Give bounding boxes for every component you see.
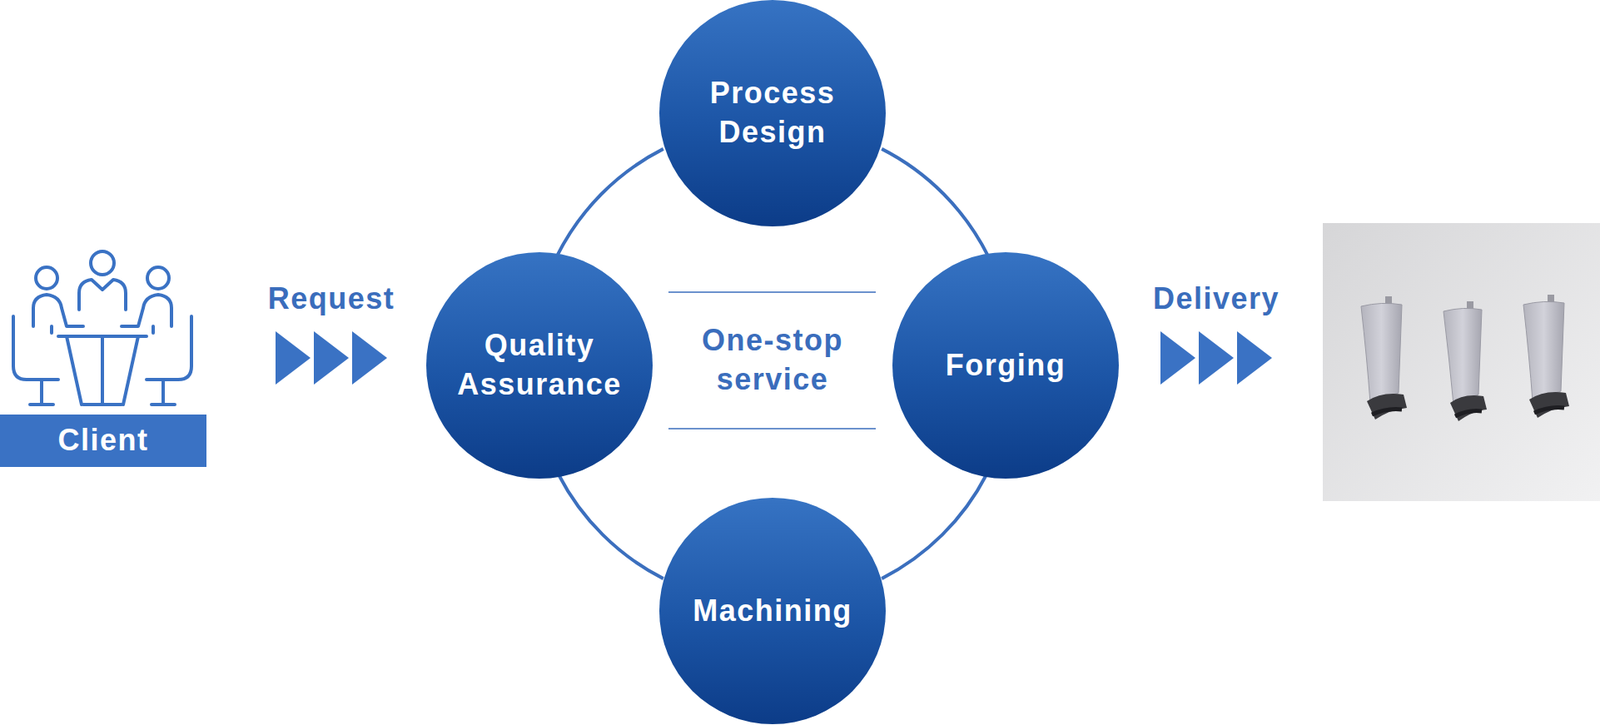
turbine-blade — [1523, 294, 1570, 418]
node-text-group: Machining — [692, 591, 853, 632]
node-text: Quality Assurance — [441, 326, 638, 405]
request-chevrons — [275, 331, 388, 385]
node-text-group: Quality Assurance — [441, 326, 638, 405]
process-circle: Quality Assurance — [426, 252, 653, 479]
node-text-group: Client — [57, 421, 149, 461]
node-text: Machining — [692, 591, 853, 632]
flow-label: Delivery — [1108, 279, 1325, 319]
node-text: Forging — [945, 346, 1066, 386]
node-text-group: Process Design — [674, 74, 871, 153]
turbine-blade — [1361, 296, 1407, 420]
cycle-connector — [881, 149, 989, 257]
delivery-chevrons — [1160, 331, 1273, 385]
turbine-blade — [1443, 301, 1487, 422]
node-text-group: Forging — [945, 346, 1066, 386]
cycle-connector — [556, 149, 664, 257]
flow-label: Request — [223, 279, 440, 319]
divider-line — [668, 291, 876, 294]
client-band: Client — [0, 414, 207, 468]
process-circle: Forging — [892, 252, 1119, 479]
center-label: One-stop service — [683, 321, 863, 400]
client-icon — [13, 251, 192, 405]
cycle-connector — [881, 474, 987, 579]
divider-line — [668, 427, 876, 430]
cycle-connector — [558, 474, 664, 579]
process-circle: Machining — [659, 497, 886, 725]
node-text: Client — [57, 421, 149, 461]
turbine-blade-photo — [1322, 223, 1600, 502]
node-text: Process Design — [674, 74, 871, 153]
process-circle: Process Design — [659, 0, 886, 227]
